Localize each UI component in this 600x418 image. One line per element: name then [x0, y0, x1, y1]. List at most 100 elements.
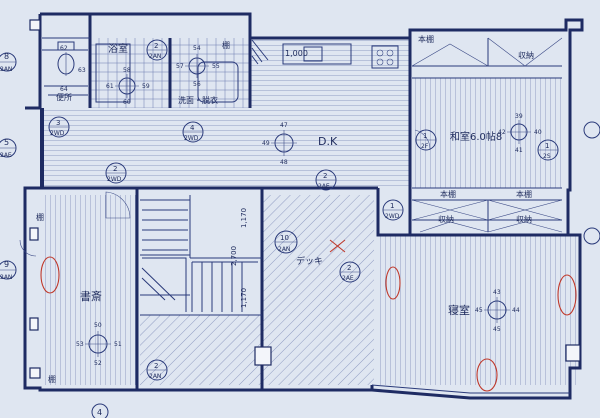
svg-text:2AN: 2AN [149, 373, 161, 380]
grid-marker-8: 8 2AN [0, 52, 17, 73]
dim-2700: 2,700 [230, 246, 238, 266]
label-closet-2: 収納 [516, 214, 532, 224]
svg-text:61: 61 [106, 83, 114, 90]
fixture-study: 50 53 51 52 [76, 322, 122, 367]
svg-text:55: 55 [212, 63, 220, 70]
room-bedroom: 寝室 [448, 303, 470, 317]
svg-text:52: 52 [94, 360, 102, 367]
grid-marker-9: 9 2AN [0, 260, 17, 281]
svg-text:45: 45 [493, 326, 501, 333]
washing-machine [197, 61, 239, 103]
dim-1170-lower: 1,170 [240, 288, 248, 308]
svg-text:49: 49 [262, 140, 270, 147]
label-bookshelf-mid-1: 本棚 [440, 189, 456, 199]
tag-10-2AN: 10 2AN [274, 230, 298, 254]
label-study-shelf: 棚 [36, 212, 44, 222]
svg-text:2AN: 2AN [0, 274, 12, 281]
kitchen-step [251, 39, 269, 65]
svg-text:2WD: 2WD [184, 135, 199, 142]
svg-text:2AE: 2AE [318, 183, 330, 190]
tag-1-2F: 1 2F [415, 129, 437, 151]
exterior-wall [23, 12, 584, 400]
svg-text:3: 3 [56, 119, 60, 127]
svg-text:2F: 2F [421, 143, 429, 150]
svg-text:1: 1 [423, 132, 427, 140]
svg-text:54: 54 [193, 45, 201, 52]
svg-text:44: 44 [512, 307, 520, 314]
svg-text:2AN: 2AN [278, 246, 290, 253]
room-dk: D.K [318, 135, 338, 148]
fixture-dk: 47 49 48 [262, 122, 297, 166]
svg-text:45: 45 [475, 307, 483, 314]
svg-text:47: 47 [280, 122, 288, 129]
entry-floor [140, 315, 262, 385]
red-mark-study [40, 256, 60, 294]
svg-text:2: 2 [323, 172, 327, 180]
label-closet-top: 収納 [518, 50, 534, 60]
fixture-bath: 58 61 60 59 [106, 67, 150, 106]
study-floor [45, 195, 137, 385]
kitchen-floor [250, 38, 410, 108]
svg-text:2WD: 2WD [50, 130, 65, 137]
svg-text:9: 9 [4, 260, 9, 269]
label-shelf-top-left: 棚 [222, 40, 230, 50]
closet-door-swings-top [411, 37, 563, 233]
label-study-bottom-shelf: 棚 [48, 374, 56, 384]
red-mark-bedroom-right [557, 274, 577, 316]
svg-text:43: 43 [493, 289, 501, 296]
tag-1-2WD: 1 2WD [382, 199, 404, 221]
room-deck: デッキ [296, 255, 323, 267]
svg-text:2AN: 2AN [0, 66, 12, 73]
svg-text:56: 56 [193, 81, 201, 88]
svg-text:2: 2 [154, 362, 158, 370]
svg-text:60: 60 [123, 99, 131, 106]
deck-floor [262, 195, 374, 385]
red-mark-bedroom-left [385, 266, 401, 300]
svg-text:2AN: 2AN [149, 53, 161, 60]
fixture-washitsu: 39 42 40 41 [498, 113, 542, 154]
counter-dimension: 1,000 [285, 49, 308, 58]
svg-text:58: 58 [123, 67, 131, 74]
dk-floor [42, 108, 410, 188]
dk-left-wall [40, 108, 44, 188]
staircase [141, 199, 258, 312]
pillars [29, 19, 581, 379]
grid-marker-right-bottom [583, 227, 600, 245]
tag-2AN-top: 2 2AN [146, 39, 168, 61]
fixture-wash: 54 57 55 56 [176, 45, 220, 88]
svg-text:2: 2 [113, 165, 117, 173]
fixture-bedroom: 43 45 44 45 [475, 289, 520, 333]
svg-text:2: 2 [347, 264, 351, 272]
tag-2-2AN-bottom: 2 2AN [146, 359, 168, 381]
kitchen-sink [303, 46, 323, 62]
room-study: 書斎 [80, 289, 102, 303]
svg-text:2: 2 [154, 42, 158, 50]
grid-marker-5: 5 2AE [0, 138, 17, 159]
tag-2-2AE-deck: 2 2AE [339, 261, 361, 283]
toilet-tank [57, 41, 75, 51]
svg-text:40: 40 [534, 129, 542, 136]
svg-text:64: 64 [60, 86, 68, 93]
door-swings [19, 129, 431, 257]
red-mark-deck [329, 239, 346, 253]
tag-3-2WD: 3 2WD [48, 116, 70, 138]
svg-text:1: 1 [545, 142, 549, 150]
kitchen-stove [371, 45, 399, 69]
svg-text:4: 4 [97, 408, 102, 417]
svg-text:5: 5 [4, 138, 9, 147]
svg-text:50: 50 [94, 322, 102, 329]
svg-text:62: 62 [60, 45, 68, 52]
svg-text:8: 8 [4, 52, 9, 61]
svg-text:42: 42 [498, 129, 506, 136]
svg-text:2WD: 2WD [107, 176, 122, 183]
kitchen-counter [282, 43, 352, 65]
room-wash: 洗面・脱衣 [178, 95, 218, 105]
svg-text:2WD: 2WD [385, 213, 400, 220]
svg-text:41: 41 [515, 147, 523, 154]
dim-1170-upper: 1,170 [240, 208, 248, 228]
svg-text:1: 1 [390, 202, 394, 210]
svg-text:51: 51 [114, 341, 122, 348]
grid-marker-4: 4 [91, 403, 109, 418]
svg-text:59: 59 [142, 83, 150, 90]
